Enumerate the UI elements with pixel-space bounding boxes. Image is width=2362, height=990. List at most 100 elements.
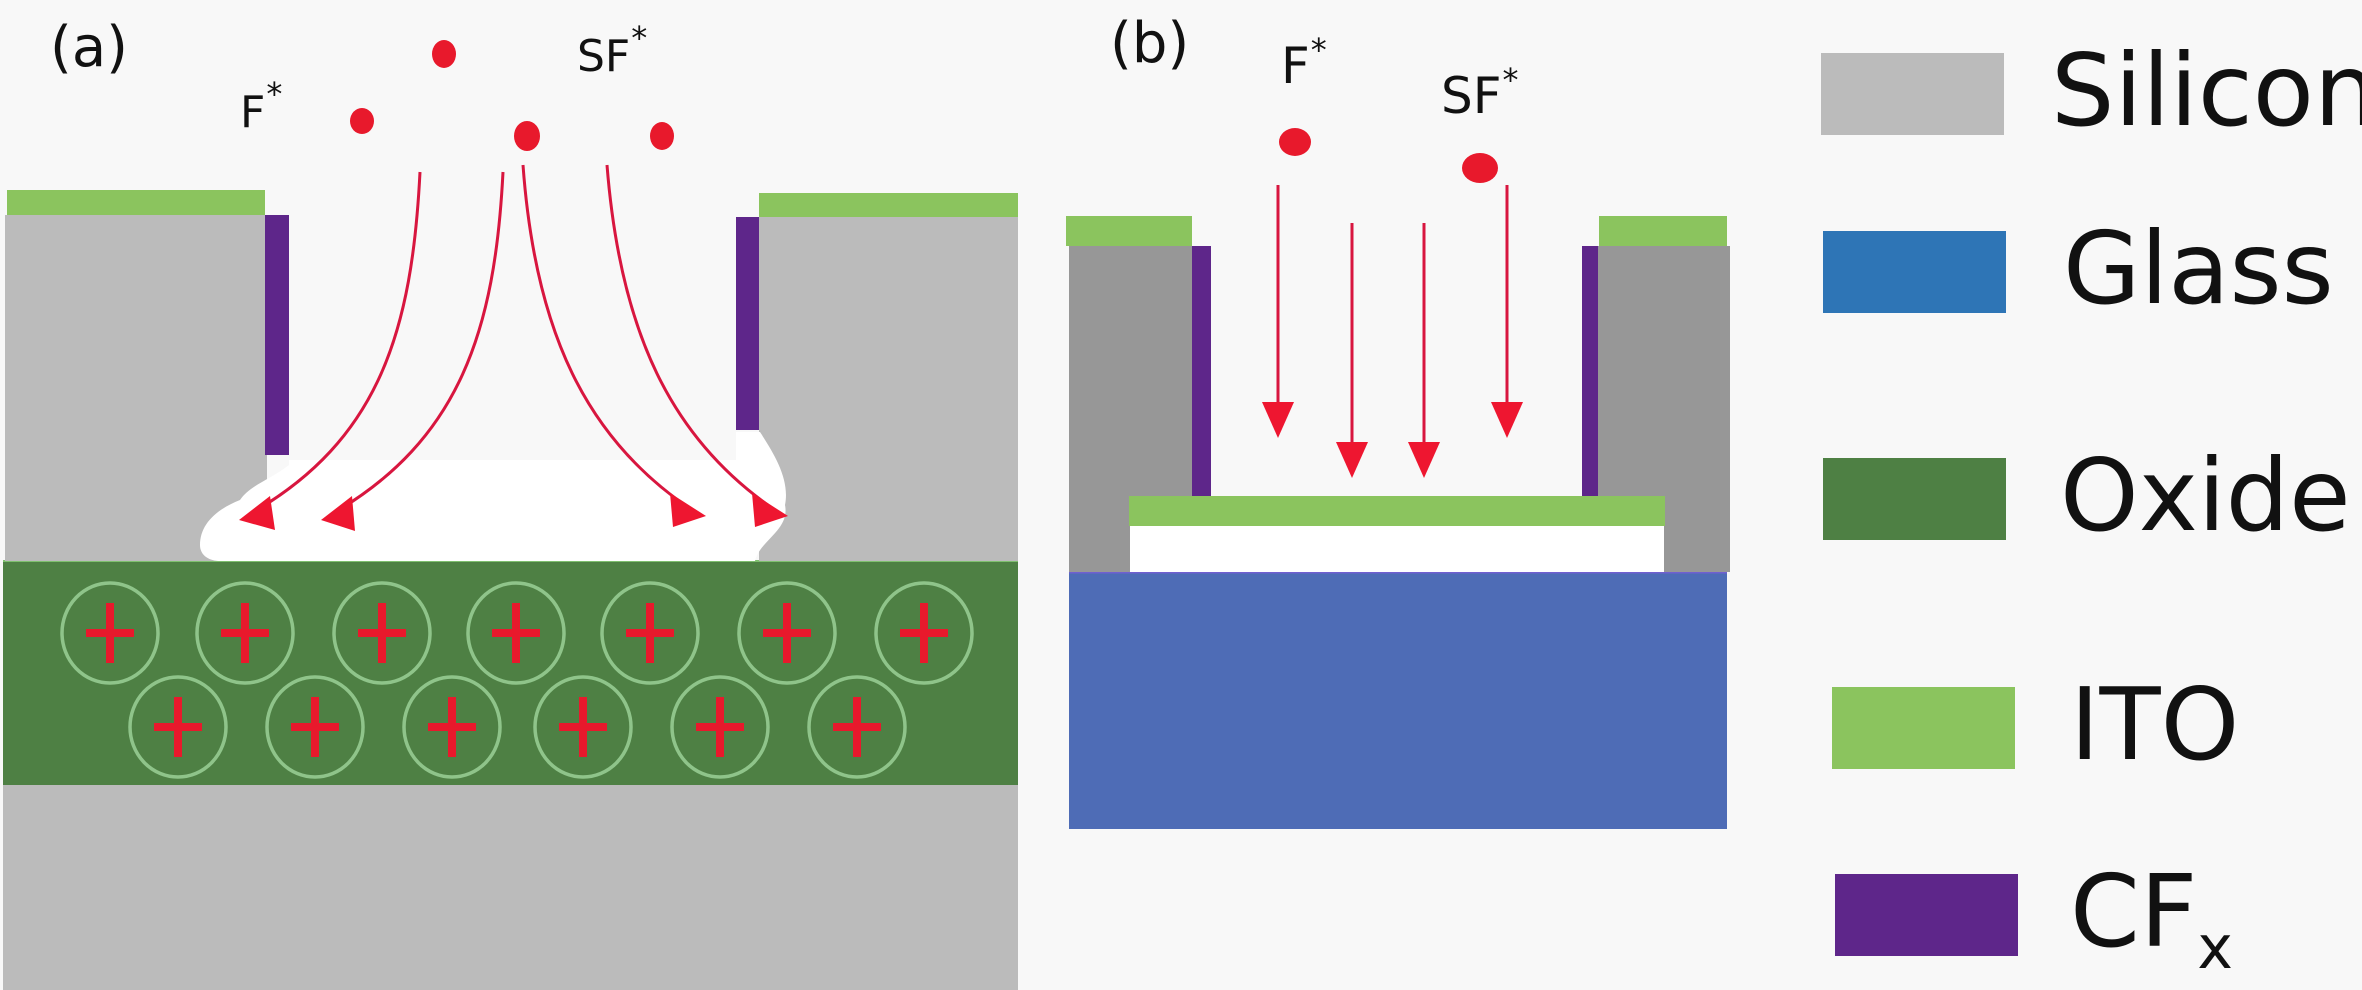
- panel-a-species-sf: SF*: [577, 22, 647, 79]
- panel-b-species-sf: SF*: [1441, 64, 1519, 121]
- panel-b-trajectories: [1276, 185, 1509, 445]
- plus-icon-vertical: [920, 603, 928, 663]
- panel-b-arrowhead-1: [1262, 402, 1294, 438]
- panel-a-right-cfx: [736, 217, 759, 430]
- ion-ring: [128, 675, 228, 779]
- panel-a-arrowhead-1: [239, 496, 275, 530]
- panel-b-arrowhead-3: [1408, 442, 1440, 478]
- legend-swatch-glass: [1823, 231, 2006, 313]
- plus-icon-vertical: [448, 697, 456, 757]
- ion: [466, 581, 566, 685]
- panel-b-right-ito: [1599, 216, 1727, 246]
- ion: [807, 675, 907, 779]
- species-superscript: *: [631, 19, 648, 57]
- plus-icon-vertical: [241, 603, 249, 663]
- panel-b-radicals: [1279, 128, 1498, 183]
- plus-icon-vertical: [378, 603, 386, 663]
- panel-a-trajectories: [249, 164, 779, 516]
- panel-a-trajectory-2: [331, 171, 505, 516]
- panel-b-center-ito: [1129, 496, 1665, 526]
- panel-a-arrowhead-2: [321, 496, 355, 531]
- panel-a-left-silicon: [5, 215, 267, 561]
- legend-label-text: Oxide: [2060, 437, 2351, 554]
- radical-dot: [350, 108, 374, 134]
- panel-a-arrowhead-3: [670, 493, 706, 527]
- legend-label-ito: ITO: [2070, 675, 2239, 775]
- panel-a-arrowheads: [239, 493, 788, 531]
- panel-b-arrowhead-4: [1491, 402, 1523, 438]
- species-superscript: *: [266, 75, 283, 113]
- ion: [874, 581, 974, 685]
- panel-b-label: (b): [1110, 11, 1190, 76]
- ion: [600, 581, 700, 685]
- panel-a-undercut-cavity: [200, 432, 786, 561]
- panel-a-species-f: F*: [240, 78, 282, 135]
- plus-icon-vertical: [579, 697, 587, 757]
- panel-a-radicals: [350, 40, 674, 151]
- species-superscript: *: [1310, 31, 1327, 69]
- legend-label-glass: Glass: [2063, 219, 2334, 319]
- legend-label-text: Glass: [2063, 210, 2334, 327]
- legend-swatch-cfx: [1835, 874, 2018, 956]
- panel-a-trench: [289, 180, 736, 460]
- radical-dot-f: [1279, 128, 1311, 156]
- ion: [332, 581, 432, 685]
- ion: [737, 581, 837, 685]
- species-name: SF: [1441, 67, 1502, 125]
- panel-a-ions: [60, 581, 974, 779]
- radical-dot: [514, 121, 540, 151]
- panel-a-silicon-substrate: [3, 785, 1018, 990]
- ion-ring: [874, 581, 974, 685]
- legend-label-silicon: Silicon: [2051, 41, 2362, 141]
- ion-ring: [466, 581, 566, 685]
- legend-label-oxide: Oxide: [2060, 446, 2351, 546]
- panel-b-species-f: F*: [1281, 34, 1327, 91]
- ion-ring: [670, 675, 770, 779]
- species-name: F: [240, 87, 266, 138]
- panel-b-arrowhead-2: [1336, 442, 1368, 478]
- panel-b: [1066, 128, 1730, 829]
- ion-ring: [332, 581, 432, 685]
- radical-dot: [432, 40, 456, 68]
- panel-b-left-ito: [1066, 216, 1192, 246]
- plus-icon-vertical: [783, 603, 791, 663]
- plus-icon-vertical: [646, 603, 654, 663]
- ion: [533, 675, 633, 779]
- plus-icon-vertical: [311, 697, 319, 757]
- plus-icon-vertical: [106, 603, 114, 663]
- legend-label-cfx: CFx: [2070, 862, 2233, 979]
- ion: [60, 581, 160, 685]
- panel-b-right-cfx: [1582, 246, 1598, 496]
- plus-icon-vertical: [716, 697, 724, 757]
- panel-a-trajectory-4: [605, 164, 779, 514]
- legend-label-text: ITO: [2070, 666, 2240, 783]
- legend-swatch-silicon: [1821, 53, 2004, 135]
- panel-a-arrowhead-4: [752, 493, 788, 527]
- ion-ring: [737, 581, 837, 685]
- panel-b-arrowheads: [1262, 402, 1523, 478]
- legend-swatch-ito: [1832, 687, 2015, 769]
- ion: [128, 675, 228, 779]
- panel-a-left-ito: [7, 190, 265, 215]
- panel-b-gap: [1130, 525, 1664, 572]
- species-name: F: [1281, 37, 1310, 95]
- panel-a-right-silicon: [759, 217, 1018, 561]
- radical-dot-sf: [1462, 153, 1498, 183]
- species-name: SF: [577, 31, 631, 82]
- panel-a-right-ito: [759, 193, 1018, 217]
- plus-icon-vertical: [512, 603, 520, 663]
- ion-ring: [265, 675, 365, 779]
- panel-a: [3, 40, 1018, 990]
- panel-a-trajectory-3: [521, 164, 696, 514]
- legend-label-subscript: x: [2197, 913, 2233, 983]
- ion: [670, 675, 770, 779]
- panel-a-oxide-layer: [3, 561, 1018, 785]
- panel-b-glass-substrate: [1069, 572, 1727, 829]
- species-superscript: *: [1502, 61, 1519, 99]
- panel-a-trajectory-1: [249, 171, 422, 516]
- radical-dot: [650, 122, 674, 150]
- legend-label-text: CF: [2070, 853, 2198, 970]
- ion: [402, 675, 502, 779]
- legend-label-text: Silicon: [2051, 32, 2362, 149]
